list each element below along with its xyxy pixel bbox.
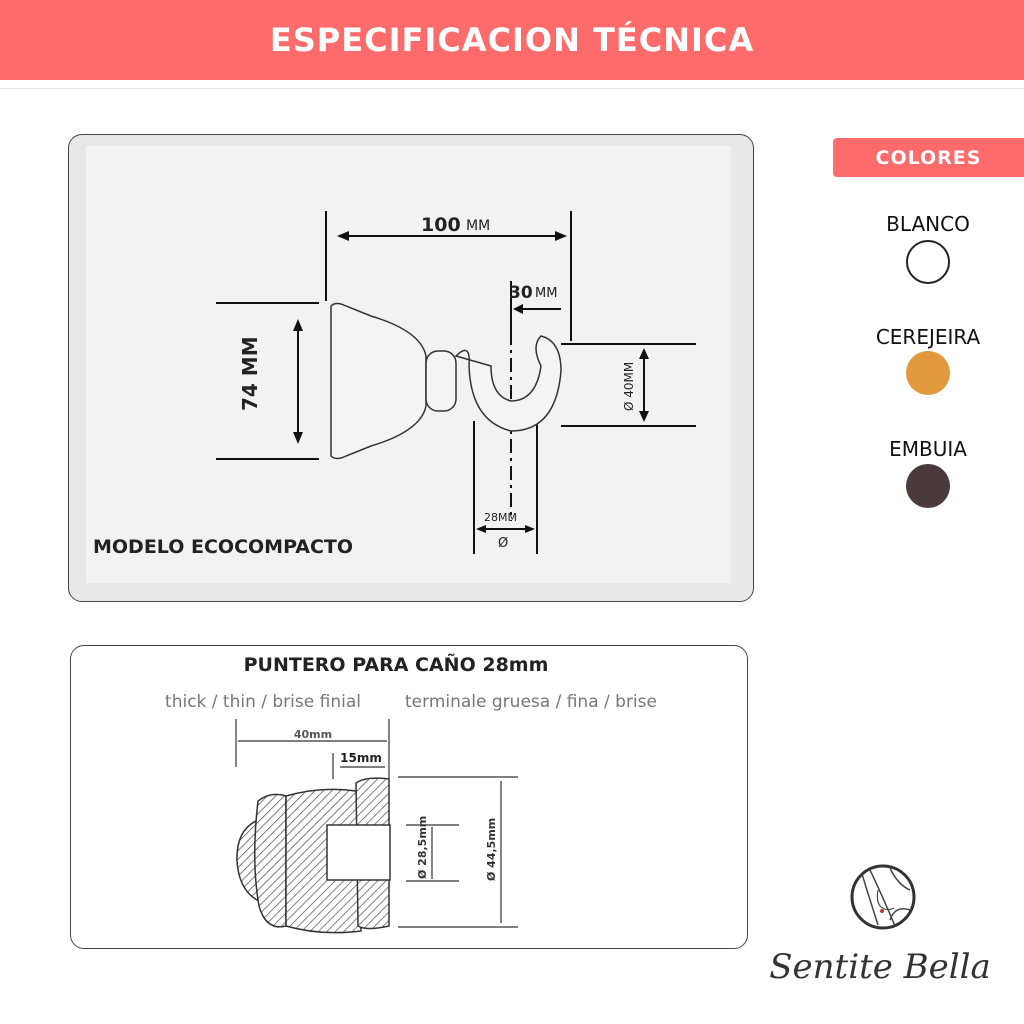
width-unit: MM [466, 218, 490, 234]
brand-name: Sentite Bella [770, 947, 990, 987]
outer-diameter-dimension: Ø 44,5mm [485, 818, 498, 881]
width-dimension: 100 [421, 214, 461, 236]
color-swatch-blanco[interactable] [906, 240, 950, 284]
brand-logo: Sentite Bella [769, 860, 991, 1010]
rod-symbol: Ø [498, 536, 508, 551]
rod-dimension: 28MM [484, 511, 517, 524]
inner-depth-dimension: 15mm [340, 751, 382, 765]
finial-diagram: PUNTERO PARA CAÑO 28mm thick / thin / br… [165, 652, 657, 934]
color-label-embuia: EMBUIA [889, 437, 967, 461]
inner-diameter-dimension: Ø 28,5mm [416, 816, 429, 879]
color-label-blanco: BLANCO [886, 212, 970, 236]
model-label: MODELO ECOCOMPACTO [93, 536, 353, 558]
hook-dimension: 30 [509, 283, 533, 303]
height-dimension: 74 MM [238, 336, 262, 411]
colors-heading: COLORES [833, 138, 1024, 177]
hook-diagram-panel: 100 MM 30 MM 74 MM Ø 40MM 28MM Ø MODELO … [68, 134, 754, 602]
length-dimension: 40mm [294, 728, 332, 741]
color-swatch-cerejeira[interactable] [906, 351, 950, 395]
divider [0, 88, 1024, 89]
page-title: ESPECIFICACION TÉCNICA [269, 21, 755, 59]
diameter-dimension: Ø 40MM [622, 362, 636, 411]
finial-subtitle-en: thick / thin / brise finial [165, 692, 361, 712]
woman-face-icon: Sentite Bella [769, 864, 991, 987]
finial-subtitle-es: terminale gruesa / fina / brise [405, 692, 657, 712]
finial-title: PUNTERO PARA CAÑO 28mm [244, 652, 549, 676]
color-label-cerejeira: CEREJEIRA [875, 325, 981, 349]
color-swatch-embuia[interactable] [906, 464, 950, 508]
header-banner: ESPECIFICACION TÉCNICA [0, 0, 1024, 80]
finial-diagram-panel: PUNTERO PARA CAÑO 28mm thick / thin / br… [70, 645, 748, 949]
hook-unit: MM [535, 286, 557, 301]
hook-diagram: 100 MM 30 MM 74 MM Ø 40MM 28MM Ø MODELO … [86, 146, 731, 583]
